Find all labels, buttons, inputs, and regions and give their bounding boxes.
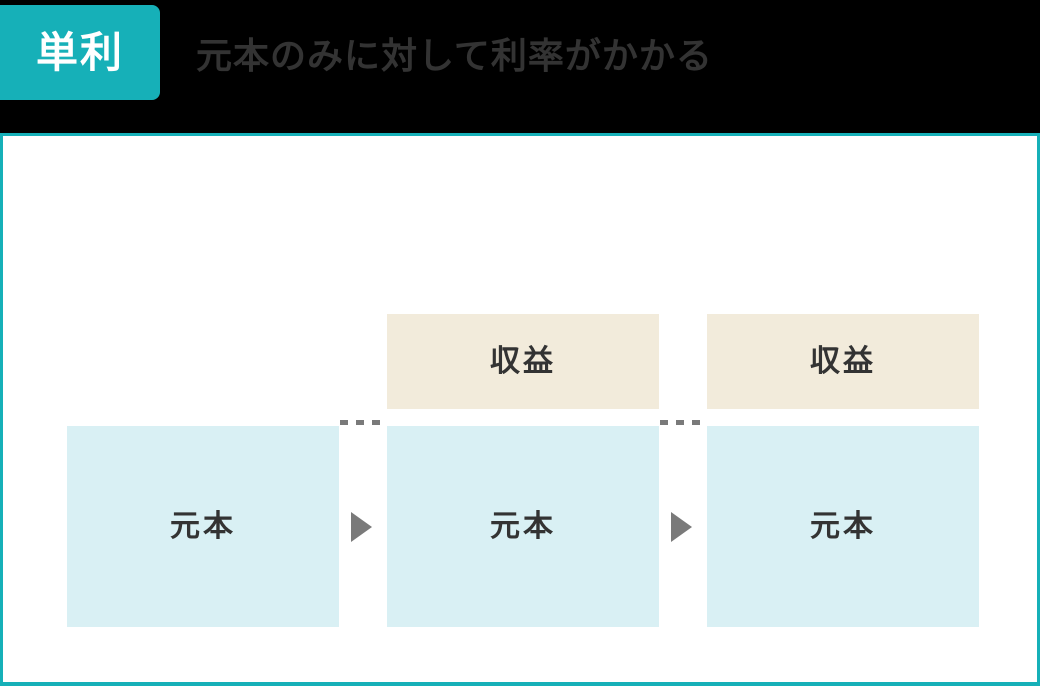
arrow-right-icon-period-2	[671, 512, 692, 542]
bar-label-revenue-period-3: 収益	[810, 344, 876, 378]
bar-chart-plot: 元本 収益元本 収益元本	[3, 136, 1040, 689]
page-title: 元本のみに対して利率がかかる	[196, 34, 713, 76]
bar-label-revenue-period-2: 収益	[490, 344, 556, 378]
header-bar: 単利 元本のみに対して利率がかかる	[0, 0, 1040, 133]
arrow-right-icon-period-1	[351, 512, 372, 542]
dotted-connector-period-2	[660, 420, 707, 425]
bar-label-principal-period-1: 元本	[170, 509, 236, 543]
bar-principal-period-1: 元本	[67, 426, 339, 627]
category-badge-label: 単利	[35, 28, 124, 76]
bar-principal-period-3: 元本	[707, 426, 979, 627]
dotted-connector-period-1	[340, 420, 387, 425]
bar-revenue-period-2: 収益	[387, 314, 659, 409]
category-badge: 単利	[0, 5, 160, 100]
bar-revenue-period-3: 収益	[707, 314, 979, 409]
bar-label-principal-period-3: 元本	[810, 509, 876, 543]
bar-label-principal-period-2: 元本	[490, 509, 556, 543]
chart-panel: 元本 収益元本 収益元本	[0, 133, 1040, 686]
bar-principal-period-2: 元本	[387, 426, 659, 627]
